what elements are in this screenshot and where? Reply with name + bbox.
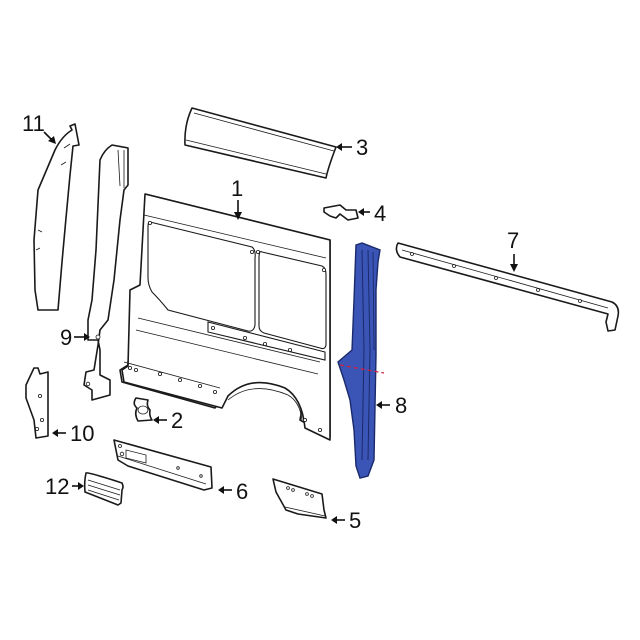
part-1-side-panel[interactable]	[119, 193, 331, 441]
callout-8: 8	[395, 393, 408, 418]
part-2-small-bracket[interactable]	[133, 397, 167, 424]
part-6-rocker-panel[interactable]	[113, 439, 232, 494]
callout-1: 1	[231, 176, 244, 201]
part-4-clip-bracket[interactable]	[323, 204, 370, 221]
part-9-b-pillar[interactable]	[83, 144, 129, 401]
callout-6: 6	[236, 479, 249, 504]
part-8-pillar-highlighted[interactable]	[337, 242, 390, 479]
callout-2: 2	[171, 408, 184, 433]
callout-10: 10	[70, 421, 95, 446]
part-10-lower-pillar-bracket[interactable]	[25, 367, 66, 439]
part-7-roof-rail-strip[interactable]	[395, 242, 620, 332]
callout-9: 9	[60, 325, 73, 350]
part-5-lower-rear-panel[interactable]	[272, 478, 345, 524]
leader-arrows	[43, 131, 90, 341]
part-3-upper-rail-panel[interactable]	[184, 107, 352, 179]
part-12-step-plate[interactable]	[72, 472, 124, 506]
callout-4: 4	[374, 201, 387, 226]
callout-12: 12	[45, 474, 70, 499]
callout-5: 5	[349, 508, 362, 533]
callout-7: 7	[507, 228, 520, 253]
callout-11: 11	[22, 111, 45, 136]
part-11-pillar-trim[interactable]	[33, 123, 80, 311]
callout-3: 3	[356, 135, 369, 160]
